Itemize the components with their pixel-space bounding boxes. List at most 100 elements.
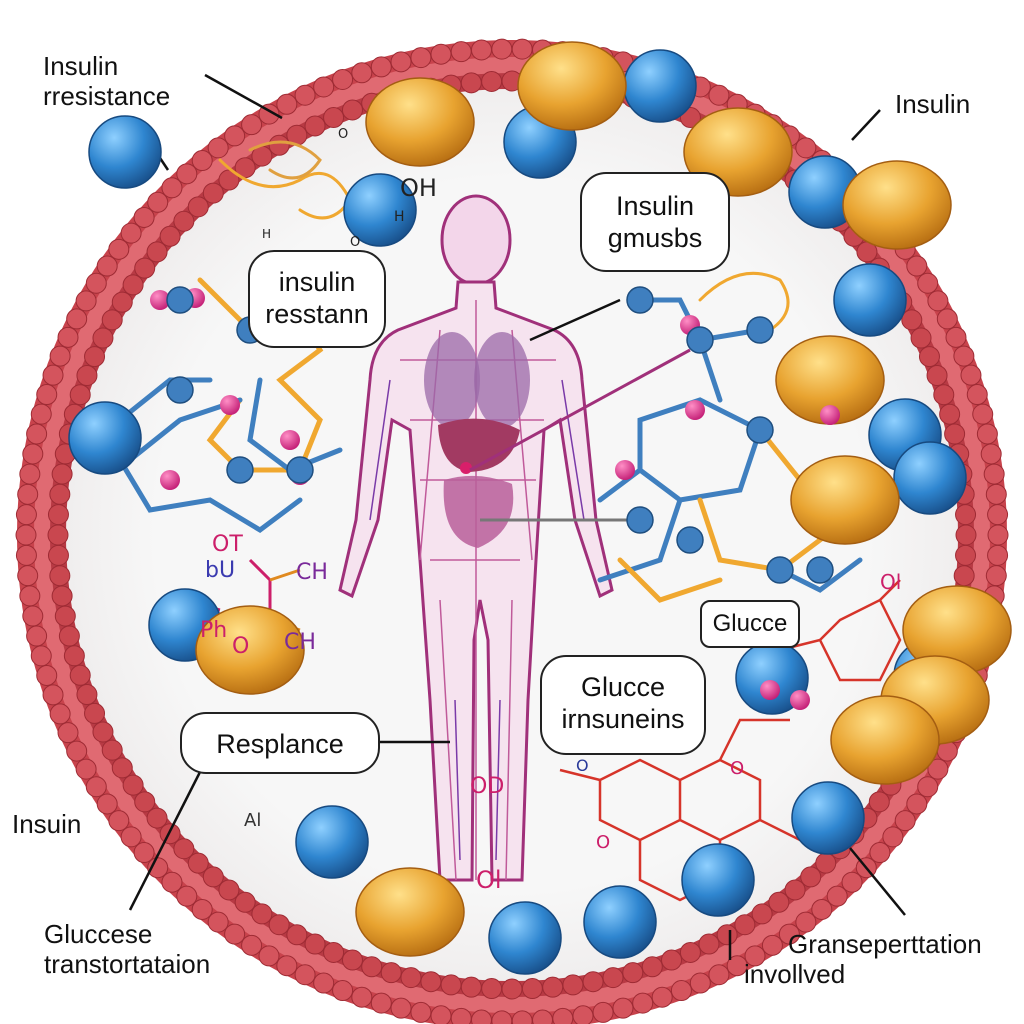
lipid-head bbox=[15, 544, 37, 566]
lipid-head bbox=[133, 842, 155, 864]
lipid-head bbox=[592, 1001, 614, 1023]
lipid-head bbox=[955, 504, 977, 526]
lipid-head bbox=[460, 976, 482, 998]
chem-o: O bbox=[596, 832, 611, 853]
lipid-head bbox=[602, 967, 624, 989]
lipid-head bbox=[390, 51, 412, 73]
lipid-head bbox=[173, 210, 195, 232]
molecule-node bbox=[150, 290, 170, 310]
lipid-head bbox=[953, 345, 975, 367]
fat-globule bbox=[830, 695, 940, 785]
lipid-head bbox=[917, 272, 939, 294]
lipid-head bbox=[944, 423, 966, 445]
lipid-head bbox=[400, 967, 422, 989]
lipid-head bbox=[894, 810, 916, 832]
insulin-receptor-protein bbox=[68, 401, 142, 475]
lipid-head bbox=[268, 134, 290, 156]
lipid-head bbox=[906, 255, 928, 277]
lipid-head bbox=[159, 225, 181, 247]
lipid-head bbox=[323, 941, 345, 963]
lipid-head bbox=[207, 911, 229, 933]
lipid-head bbox=[234, 891, 256, 913]
lipid-head bbox=[795, 911, 817, 933]
lipid-head bbox=[987, 504, 1009, 526]
fat-globule bbox=[842, 160, 952, 250]
lipid-head bbox=[22, 605, 44, 627]
lipid-head bbox=[57, 722, 79, 744]
fat-globule bbox=[517, 41, 627, 131]
lipid-head bbox=[207, 137, 229, 159]
lipid-head bbox=[111, 757, 133, 779]
label-line: rresistance bbox=[43, 80, 171, 111]
molecule-node bbox=[626, 286, 654, 314]
lipid-head bbox=[751, 903, 773, 925]
lipid-head bbox=[258, 945, 280, 967]
chem-h: H bbox=[394, 209, 405, 225]
lipid-head bbox=[826, 885, 848, 907]
molecule-node bbox=[746, 416, 774, 444]
lipid-head bbox=[726, 955, 748, 977]
lipid-head bbox=[30, 645, 52, 667]
lipid-head bbox=[176, 885, 198, 907]
lipid-head bbox=[173, 838, 195, 860]
chem-oh: OH bbox=[400, 174, 437, 202]
lipid-head bbox=[716, 924, 738, 946]
fat-globule bbox=[195, 605, 305, 695]
lipid-head bbox=[26, 423, 48, 445]
lipid-head bbox=[85, 272, 107, 294]
molecule-node bbox=[685, 400, 705, 420]
lipid-head bbox=[632, 992, 654, 1014]
lipid-head bbox=[51, 463, 73, 485]
lipid-head bbox=[679, 107, 701, 129]
label-line: Gluccese bbox=[44, 919, 153, 949]
lipid-head bbox=[582, 971, 604, 993]
lipid-head bbox=[224, 125, 246, 147]
lipid-head bbox=[47, 504, 69, 526]
lipid-head bbox=[26, 625, 48, 647]
lipid-head bbox=[66, 308, 88, 330]
chem-ol: Ol bbox=[880, 570, 902, 594]
lipid-head bbox=[15, 524, 37, 546]
lipid-head bbox=[351, 986, 373, 1008]
lipid-head bbox=[953, 565, 975, 587]
lipid-head bbox=[651, 986, 673, 1008]
lipid-head bbox=[120, 826, 142, 848]
lipid-head bbox=[323, 107, 345, 129]
lipid-head bbox=[191, 150, 213, 172]
lipid-head bbox=[460, 72, 482, 94]
chem-h: H bbox=[262, 227, 272, 241]
lipid-head bbox=[987, 524, 1009, 546]
lipid-head bbox=[134, 791, 156, 813]
chem-ph: Ph bbox=[200, 618, 228, 643]
insulin-receptor-protein bbox=[623, 49, 697, 123]
bubble-line: gmusbs bbox=[607, 223, 703, 254]
lipid-head bbox=[66, 740, 88, 762]
lipid-head bbox=[276, 93, 298, 115]
molecule-node bbox=[790, 690, 810, 710]
lipid-head bbox=[84, 346, 106, 368]
label-transportation-involved: Granseperttation invollved bbox=[744, 929, 982, 990]
lipid-head bbox=[450, 1007, 472, 1024]
bubble-insulin-resistance: insulin resstann bbox=[248, 250, 386, 348]
lipid-head bbox=[351, 62, 373, 84]
lipid-head bbox=[75, 758, 97, 780]
lipid-head bbox=[191, 898, 213, 920]
lipid-head bbox=[30, 403, 52, 425]
lipid-head bbox=[146, 807, 168, 829]
label-glucose-transport: Gluccese transtortataion bbox=[44, 919, 210, 980]
lipid-head bbox=[187, 852, 209, 874]
lipid-head bbox=[906, 793, 928, 815]
insulin-receptor-protein bbox=[488, 901, 562, 975]
lipid-head bbox=[19, 463, 41, 485]
insulin-receptor-protein bbox=[583, 885, 657, 959]
lipid-head bbox=[304, 933, 326, 955]
bubble-line: insulin bbox=[278, 267, 356, 297]
lipid-head bbox=[420, 971, 442, 993]
lipid-head bbox=[612, 997, 634, 1019]
lipid-head bbox=[868, 791, 890, 813]
lipid-head bbox=[202, 866, 224, 888]
lipid-head bbox=[313, 972, 335, 994]
lipid-head bbox=[698, 933, 720, 955]
molecule-node bbox=[686, 326, 714, 354]
lipid-head bbox=[313, 76, 335, 98]
